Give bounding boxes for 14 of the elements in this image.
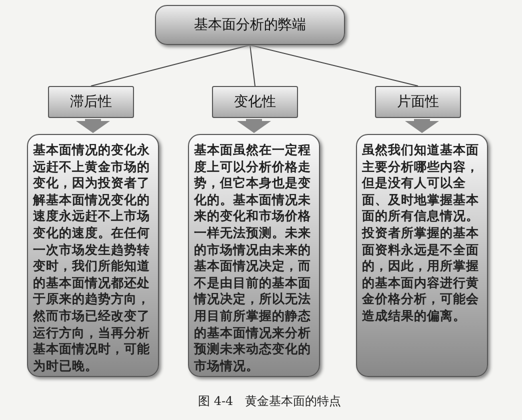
category-header-box: 片面性 xyxy=(375,86,461,118)
connector-line xyxy=(250,44,256,86)
description-box: 虽然我们知道基本面主要分析哪些内容，但是没有人可以全面、及时地掌握基本面的所有信息情况。投资者所掌握的基本面资料永远是不全面的，因此，用所掌握的基本面内容进行黄金价格分析，可能会造成结果的偏离。 xyxy=(356,134,488,377)
figure-caption: 图 4-4 黄金基本面的特点 xyxy=(198,393,342,410)
block-arrow xyxy=(76,119,110,133)
category-header-box: 变化性 xyxy=(212,86,298,118)
category-header-box: 滞后性 xyxy=(48,86,134,118)
block-arrow xyxy=(405,119,439,133)
description-box: 基本面情况的变化永远赶不上黄金市场的变化，因为投资者了解基本面情况变化的速度永远赶不上市场变化的速度。在任何一次市场发生趋势转变时，我们所能知道的基本面情况都还处于原来的趋势方向，然而市场已经改变了运行方向，当再分析基本面情况时，可能为时已晚。 xyxy=(27,134,159,377)
connector-line xyxy=(250,44,418,86)
connector-line xyxy=(90,44,250,86)
title-box: 基本面分析的弊端 xyxy=(155,5,345,45)
description-box: 基本面虽然在一定程度上可以分析价格走势，但它本身也是变化的。基本面情况未来的变化和市场价格一样无法预测。未来的市场情况由未来的基本面情况决定，而不是由目前的基本面情况决定，所以无法用目前所掌握的静态的基本面情况来分析预测未来动态变化的市场情况。 xyxy=(188,134,320,377)
block-arrow xyxy=(237,119,271,133)
